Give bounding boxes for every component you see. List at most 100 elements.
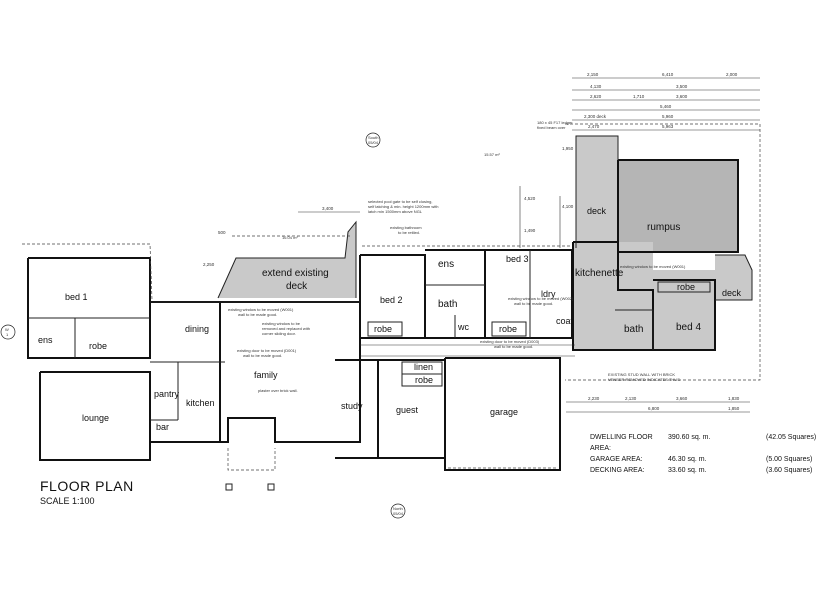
extend-deck-outline [217, 220, 357, 299]
svg-text:4,100: 4,100 [562, 204, 574, 209]
svg-text:North: North [393, 506, 403, 511]
room-ens1: ens [38, 335, 53, 345]
note-stud-wall: EXISTING STUD WALL WITH BRICK VENEER REM… [608, 372, 680, 382]
svg-text:selected pool gate to be self: selected pool gate to be self closing, [368, 199, 433, 204]
svg-text:self latching & min. height 12: self latching & min. height 1200mm with [368, 204, 438, 209]
svg-text:3,660: 3,660 [676, 396, 688, 401]
svg-text:3,600: 3,600 [676, 94, 688, 99]
wall-bed4 [653, 279, 716, 351]
room-bar: bar [156, 422, 169, 432]
room-garage: garage [490, 407, 518, 417]
note-window-w001: existing window to be moved (W001) wall … [228, 307, 294, 317]
room-extend-deck-line1: extend existing [262, 268, 329, 279]
area-row-dwelling: DWELLING FLOOR AREA: 390.60 sq. m. (42.0… [590, 432, 836, 454]
svg-text:6,410: 6,410 [662, 72, 674, 77]
svg-text:1,710: 1,710 [633, 94, 645, 99]
area-schedule: DWELLING FLOOR AREA: 390.60 sq. m. (42.0… [590, 432, 836, 476]
wall-rumpus [617, 159, 739, 253]
room-bed1: bed 1 [65, 292, 88, 302]
svg-text:fixed beam over: fixed beam over [537, 125, 566, 130]
room-kitchenette: kitchenette [575, 268, 624, 279]
svg-text:removed and replaced with: removed and replaced with [262, 326, 310, 331]
deck-right-area [715, 255, 752, 300]
svg-text:3,500: 3,500 [676, 84, 688, 89]
plan-title: FLOOR PLAN [40, 478, 134, 494]
room-robe1: robe [89, 341, 107, 351]
room-guest: guest [396, 405, 419, 415]
area-squares: (5.00 Squares) [766, 456, 813, 463]
section-marker-north: North 05/04 [390, 503, 406, 519]
plan-scale: SCALE 1:100 [40, 496, 95, 506]
room-deck-top: deck [587, 206, 607, 216]
svg-text:5,960: 5,960 [662, 114, 674, 119]
svg-text:2,250: 2,250 [203, 262, 215, 267]
note-window-removed: existing window to be removed and replac… [262, 321, 310, 336]
room-kitchen: kitchen [186, 398, 215, 408]
svg-text:2,000: 2,000 [726, 72, 738, 77]
svg-text:1,950: 1,950 [562, 146, 574, 151]
room-pantry: pantry [154, 389, 180, 399]
svg-text:wall to be made good.: wall to be made good. [238, 312, 277, 317]
room-robe2: robe [374, 324, 392, 334]
note-door-d003: existing door to be moved (D003) wall to… [480, 339, 540, 349]
svg-text:2,230: 2,230 [588, 396, 600, 401]
note-existing-bathroom: existing bathroom to be retiled. [390, 225, 422, 235]
area-row-decking: DECKING AREA: 33.60 sq. m. (3.60 Squares… [590, 465, 836, 476]
room-study: study [341, 401, 363, 411]
room-bed2: bed 2 [380, 295, 403, 305]
svg-text:2,130: 2,130 [625, 396, 637, 401]
room-robe-guest: robe [415, 375, 433, 385]
wall-lounge-block [39, 371, 151, 461]
area-row-garage: GARAGE AREA: 46.30 sq. m. (5.00 Squares) [590, 454, 836, 465]
svg-text:South: South [368, 135, 378, 140]
svg-text:wall to be made good.: wall to be made good. [243, 353, 282, 358]
area-label: GARAGE AREA: [590, 456, 643, 463]
area-value: 390.60 sq. m. [668, 434, 711, 441]
area-squares: (42.05 Squares) [766, 434, 817, 441]
room-coat: coat [556, 316, 574, 326]
rumpus-area [618, 160, 738, 252]
dimension-lines [298, 77, 760, 413]
svg-text:4,130: 4,130 [590, 84, 602, 89]
room-wc: wc [457, 322, 469, 332]
area-label: DECKING AREA: [590, 467, 645, 474]
room-linen: linen [414, 362, 433, 372]
room-bed3: bed 3 [506, 254, 529, 264]
svg-text:W: W [5, 327, 9, 332]
area-squares: (3.60 Squares) [766, 467, 813, 474]
room-ldry: ldry [541, 289, 556, 299]
svg-text:wall to be made good.: wall to be made good. [514, 301, 553, 306]
svg-text:1,850: 1,850 [728, 406, 740, 411]
svg-text:180 x 45 F17 ledger: 180 x 45 F17 ledger [537, 120, 573, 125]
area-value: 46.30 sq. m. [668, 456, 707, 463]
room-bath2: bath [624, 324, 643, 335]
svg-text:1,490: 1,490 [524, 228, 536, 233]
svg-text:wall to be made good.: wall to be made good. [494, 344, 533, 349]
area-value: 33.60 sq. m. [668, 467, 707, 474]
svg-text:1,830: 1,830 [728, 396, 740, 401]
room-lounge: lounge [82, 413, 109, 423]
note-window-w001b: existing window to be moved (W001) [620, 264, 686, 269]
svg-text:existing window to be: existing window to be [262, 321, 301, 326]
svg-text:5,963: 5,963 [662, 124, 674, 129]
outline-dash-east [565, 123, 761, 381]
deck-top-outline [575, 135, 619, 248]
svg-text:5,460: 5,460 [660, 104, 672, 109]
room-dining: dining [185, 324, 209, 334]
svg-text:existing door to be moved (D00: existing door to be moved (D001) [237, 348, 297, 353]
svg-text:existing bathroom: existing bathroom [390, 225, 422, 230]
area-label: DWELLING FLOOR AREA: [590, 434, 653, 452]
wall-study-block [335, 359, 379, 459]
svg-text:4,520: 4,520 [524, 196, 536, 201]
svg-text:to be retiled.: to be retiled. [398, 230, 420, 235]
room-bed4: bed 4 [676, 322, 701, 333]
room-bath1: bath [438, 299, 457, 310]
svg-text:2,150: 2,150 [587, 72, 599, 77]
note-pool-gate: selected pool gate to be self closing, s… [368, 199, 438, 214]
svg-text:latch min 1500mm above NGL: latch min 1500mm above NGL [368, 209, 423, 214]
note-plaster: plaster over brick wall. [258, 388, 298, 393]
room-family: family [254, 370, 278, 380]
wall-dining-kitchen [150, 301, 221, 443]
outline-dash-left [22, 243, 153, 301]
room-extend-deck-line2: deck [286, 281, 308, 292]
